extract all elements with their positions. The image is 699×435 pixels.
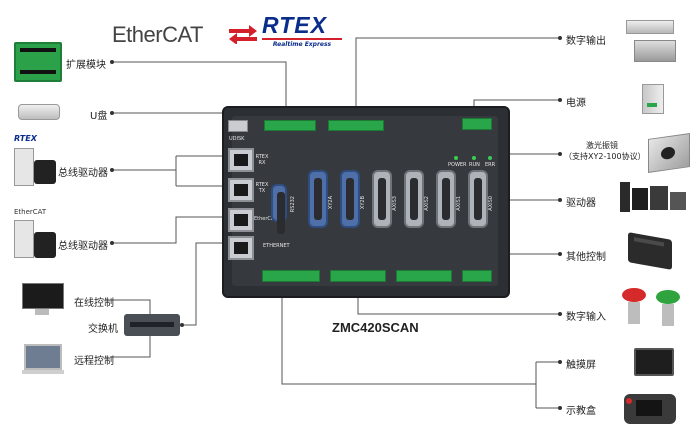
- teach-pendant-image: [624, 394, 676, 424]
- xy2b-label: XY2B: [360, 196, 366, 210]
- xy2b-connector: [340, 170, 360, 228]
- axis1-connector: [436, 170, 456, 228]
- power-led: [454, 156, 458, 160]
- model-name: ZMC420SCAN: [332, 320, 419, 335]
- ethercat-arrows-icon: [229, 25, 257, 44]
- rtex-logo-underline: [262, 38, 342, 40]
- bottom-terminal-4: [462, 270, 492, 282]
- run-led: [472, 156, 476, 160]
- label-online-control: 在线控制: [74, 298, 114, 309]
- bus-drive-image-1: RTEX: [14, 134, 60, 192]
- xy2a-connector: [308, 170, 328, 228]
- err-led-label: ERR: [485, 162, 496, 168]
- label-remote-control: 远程控制: [74, 356, 114, 367]
- axis3-label: AXIS3: [392, 196, 398, 211]
- top-terminal-power: [462, 118, 492, 130]
- servo-drive-image: [620, 182, 688, 218]
- label-digital-output: 数字输出: [566, 36, 606, 47]
- axis0-label: AXIS0: [488, 196, 494, 211]
- udisk-image: [18, 104, 60, 120]
- label-touch-screen: 触摸屏: [566, 360, 596, 371]
- xy2a-label: XY2A: [328, 196, 334, 210]
- expansion-module-image: [14, 42, 62, 82]
- ethercat-logo-text: EtherCAT: [112, 22, 203, 47]
- push-buttons-image: [620, 286, 686, 332]
- err-led: [488, 156, 492, 160]
- rtex-logo-subtitle: Realtime Express: [272, 41, 332, 48]
- power-supply-image: [642, 84, 664, 114]
- axis2-label: AXIS2: [424, 196, 430, 211]
- network-switch-image: [124, 314, 180, 336]
- axis1-label: AXIS1: [456, 196, 462, 211]
- axis2-connector: [404, 170, 424, 228]
- label-power-supply: 电源: [566, 98, 586, 109]
- label-other-control: 其他控制: [566, 252, 606, 263]
- udisk-port: [228, 120, 248, 132]
- axis0-connector: [468, 170, 488, 228]
- label-bus-drive-1: 总线驱动器: [58, 168, 108, 179]
- label-switch: 交换机: [88, 324, 118, 335]
- axis3-connector: [372, 170, 392, 228]
- laptop-image: [22, 344, 64, 374]
- touch-screen-image: [634, 348, 674, 376]
- label-expansion-module: 扩展模块: [66, 60, 106, 71]
- bus-drive-image-2: EtherCAT: [14, 208, 60, 268]
- rtex-tx-label: RTEX TX: [255, 182, 269, 194]
- top-terminal-2: [328, 120, 384, 131]
- label-laser-galvo: 激光振镜: [586, 141, 618, 150]
- label-bus-drive-2: 总线驱动器: [58, 241, 108, 252]
- galvo-scanner-image: [648, 133, 690, 173]
- cylinder-valve-image: [626, 16, 682, 62]
- rtex-rx-port: [228, 148, 254, 172]
- bottom-terminal-3: [396, 270, 452, 282]
- label-teach-pendant: 示教盒: [566, 406, 596, 417]
- label-udisk: U盘: [90, 111, 108, 122]
- label-laser-galvo-protocol: （支持XY2-100协议）: [564, 152, 646, 161]
- ethernet-port-label: ETHERNET: [263, 243, 290, 249]
- monitor-image: [22, 283, 64, 315]
- top-terminal-1: [264, 120, 316, 131]
- label-drive: 驱动器: [566, 198, 596, 209]
- power-led-label: POWER: [448, 162, 467, 168]
- rs232-label: RS232: [290, 196, 296, 213]
- ethernet-port: [228, 236, 254, 260]
- bottom-terminal-2: [330, 270, 386, 282]
- udisk-port-label: UDISK: [229, 136, 245, 142]
- label-digital-input: 数字输入: [566, 312, 606, 323]
- bottom-terminal-1: [262, 270, 320, 282]
- rtex-rx-label: RTEX RX: [255, 154, 269, 166]
- ethercat-logo: EtherCAT: [112, 22, 257, 48]
- rs232-connector: [271, 184, 287, 234]
- run-led-label: RUN: [469, 162, 480, 168]
- ethercat-port-label: EtherCAT: [254, 216, 277, 222]
- ethercat-port: [228, 208, 254, 232]
- rtex-tx-port: [228, 178, 254, 202]
- rtex-logo: RTEX Realtime Express: [262, 12, 342, 48]
- rtex-logo-text: RTEX: [262, 12, 327, 38]
